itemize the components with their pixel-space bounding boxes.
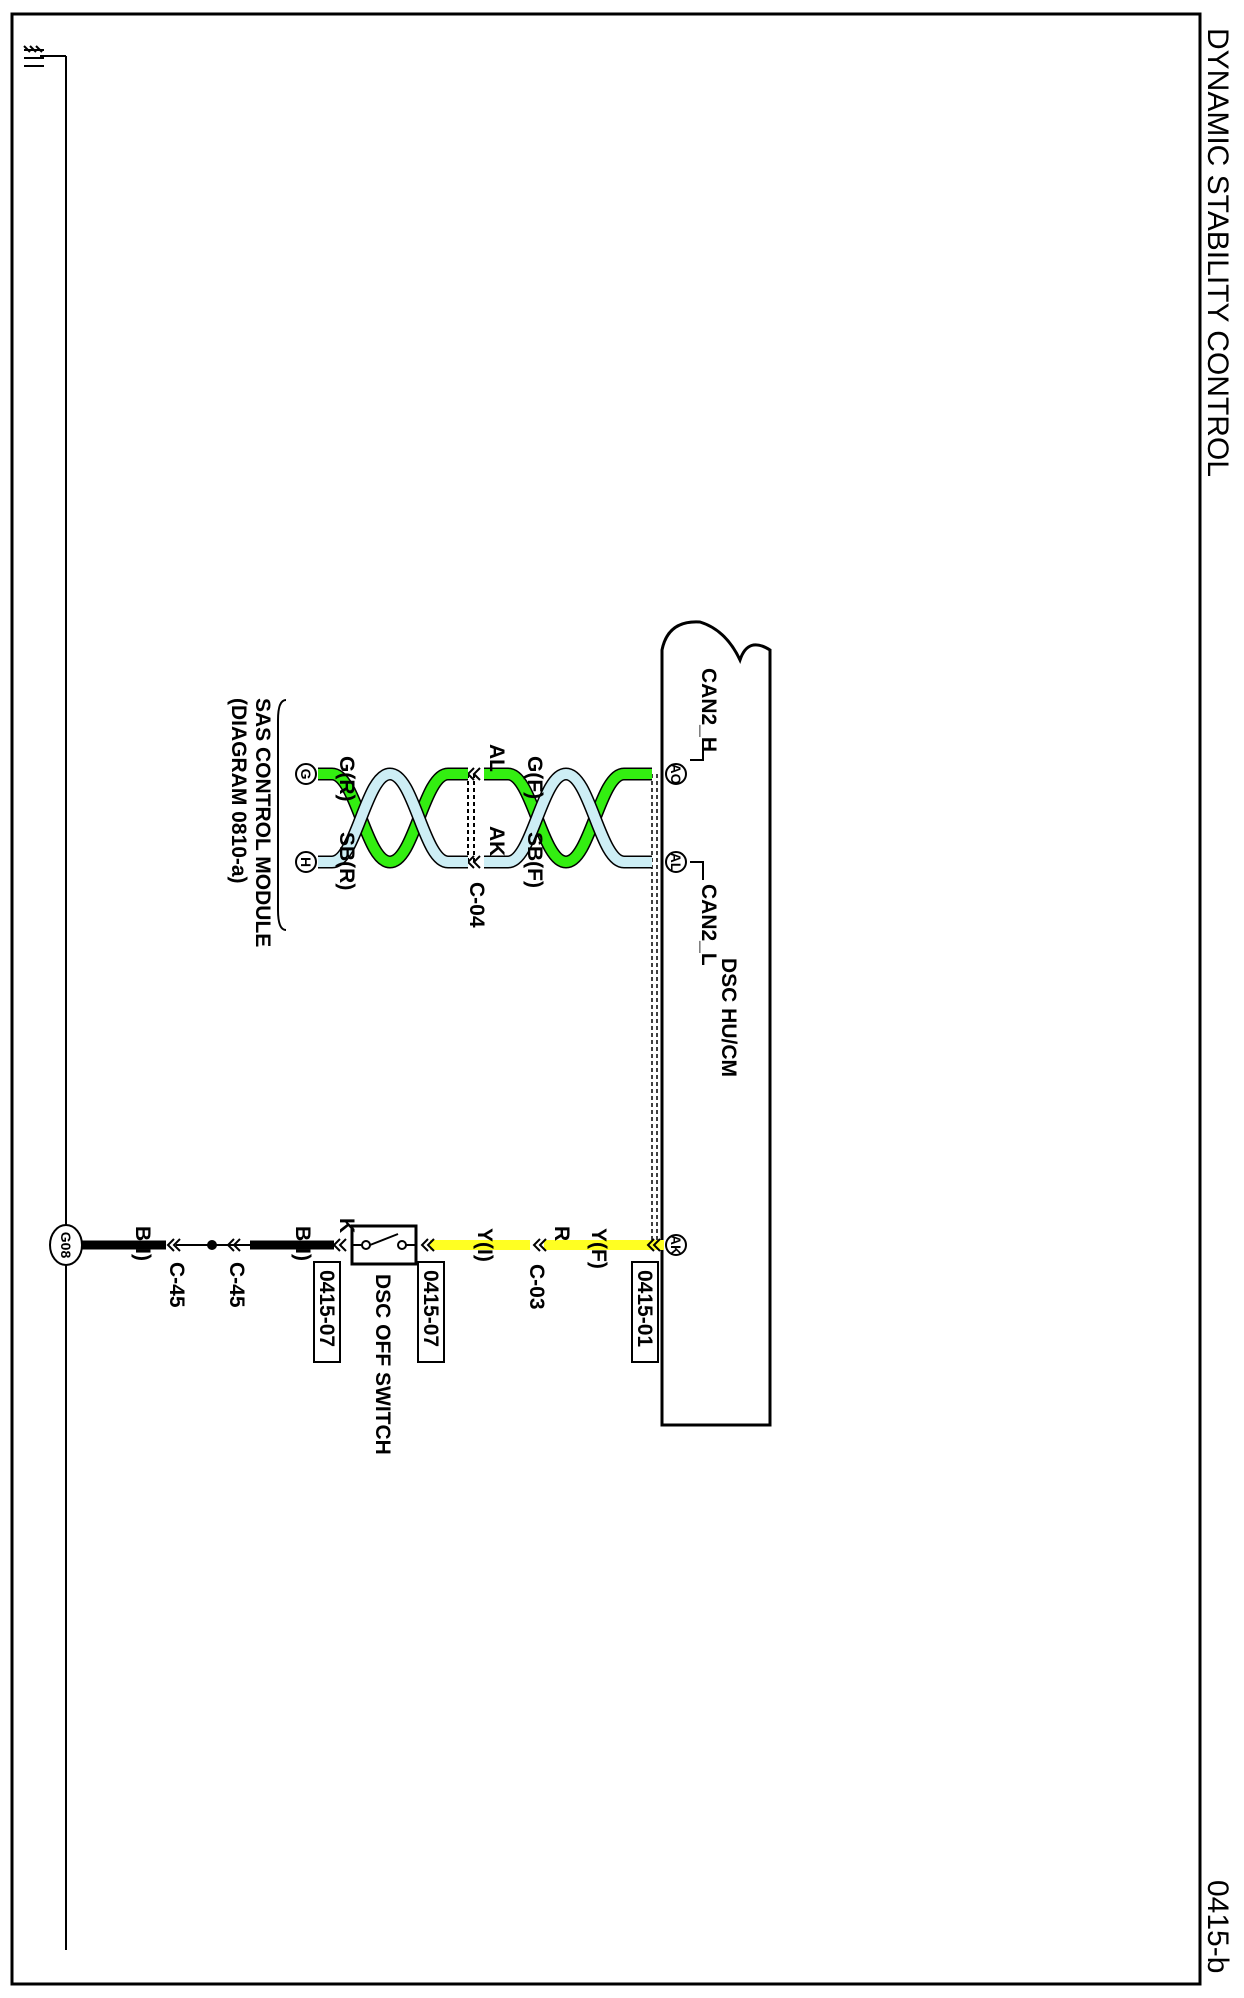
- wire-label-g-r: G(R): [335, 756, 358, 802]
- ref-switch-top: 0415-07: [419, 1270, 442, 1347]
- connector-c45-b: [166, 1238, 181, 1252]
- connector-c03-pin: R: [550, 1226, 573, 1241]
- wire-label-sb-f: SB(F): [523, 832, 546, 888]
- switch-pin-k: K: [335, 1218, 358, 1233]
- switch-bottom-connector: [332, 1238, 347, 1252]
- wire-label-y-i: Y(I): [473, 1228, 496, 1262]
- svg-text:G08: G08: [58, 1232, 74, 1259]
- sas-module-sub: (DIAGRAM 0810-a): [227, 698, 250, 884]
- dsc-off-switch-icon: [350, 1224, 418, 1266]
- ground-point-g08: G08: [49, 1224, 83, 1266]
- page-code: 0415-b: [1201, 1880, 1234, 1973]
- dsc-terminal-al: AL: [665, 851, 687, 873]
- page-frame: [10, 12, 1202, 1986]
- dsc-connector-outline: [651, 774, 658, 1245]
- connector-c45-b-label: C-45: [165, 1262, 188, 1308]
- svg-text:AL: AL: [668, 853, 684, 872]
- sas-module-name: SAS CONTROL MODULE: [251, 698, 274, 947]
- ref-switch-bottom: 0415-07: [315, 1270, 338, 1347]
- connector-c03-label: C-03: [525, 1264, 548, 1310]
- page-title: DYNAMIC STABILITY CONTROL: [1201, 28, 1234, 477]
- dsc-terminal-ak: AK: [665, 1234, 687, 1256]
- connector-c04-pin-ak: AK: [485, 826, 508, 856]
- connector-c45-a: [226, 1238, 241, 1252]
- dsc-module-box: [660, 620, 772, 1427]
- chassis-ground-icon: [23, 45, 44, 67]
- can-twisted-pair-lower: [318, 767, 468, 869]
- can-twisted-pair-upper: [484, 767, 652, 869]
- dsc-ak-connector: [646, 1238, 661, 1252]
- wire-label-g-f: G(F): [523, 756, 546, 799]
- wire-label-b-i-upper: B(I): [291, 1226, 314, 1261]
- wire-label-y-f: Y(F): [587, 1228, 610, 1269]
- connector-c03: [532, 1238, 547, 1252]
- splice-point: [207, 1240, 217, 1250]
- connector-c04-label: C-04: [465, 882, 488, 928]
- connector-c45-a-label: C-45: [225, 1262, 248, 1308]
- wire-label-b-i-lower: B(I): [131, 1226, 154, 1261]
- sas-terminal-g: G: [295, 763, 317, 785]
- svg-text:AO: AO: [668, 764, 684, 785]
- dsc-terminal-ao: AO: [665, 763, 687, 785]
- sas-bracket: [277, 699, 287, 931]
- svg-text:AK: AK: [668, 1235, 684, 1255]
- ref-dsc: 0415-01: [633, 1270, 656, 1347]
- ref-box-switch-bottom: [313, 1261, 341, 1363]
- connector-c04-pin-al: AL: [485, 744, 508, 772]
- dsc-module-name: DSC HU/CM: [717, 958, 740, 1077]
- can2-l-label: CAN2_L: [697, 884, 720, 966]
- switch-top-connector: [420, 1238, 435, 1252]
- wire-label-sb-r: SB(R): [335, 832, 358, 890]
- can2-h-label: CAN2_H: [697, 668, 720, 752]
- svg-text:G: G: [298, 769, 314, 780]
- sas-terminal-h: H: [295, 851, 317, 873]
- svg-text:H: H: [298, 857, 314, 867]
- connector-c04: [466, 767, 481, 869]
- ref-box-dsc: [631, 1261, 659, 1363]
- switch-name: DSC OFF SWITCH: [371, 1274, 394, 1455]
- ref-box-switch-top: [417, 1261, 445, 1363]
